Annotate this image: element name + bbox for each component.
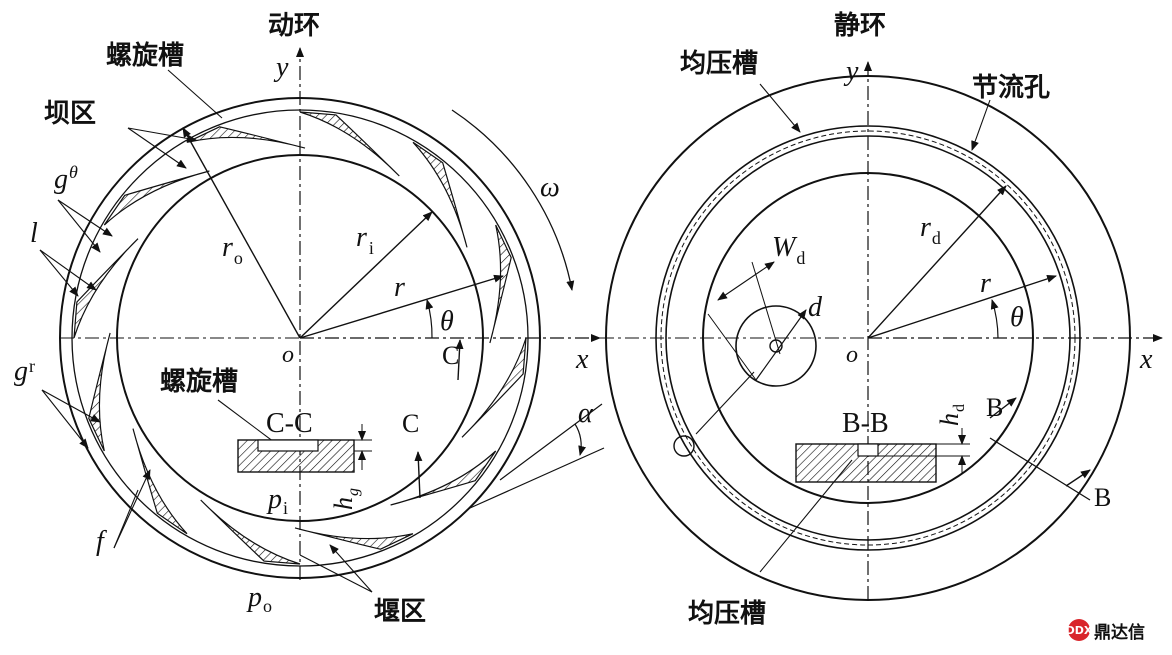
alpha-line-2 <box>469 447 605 509</box>
radius-ro-line <box>182 127 301 339</box>
spiral-groove <box>461 337 527 438</box>
theta-arc <box>990 299 999 339</box>
right-equalizing-groove-bottom-label: 均压槽 <box>688 599 766 629</box>
left-l-label: l <box>30 218 38 249</box>
left-axis-x-label: x <box>575 344 589 375</box>
hole-d-line <box>755 309 807 381</box>
left-spiral-groove-mid-label: 螺旋槽 <box>160 367 238 397</box>
leader-spiral-top <box>167 69 223 119</box>
brand-watermark: DDX 鼎达信 <box>1066 616 1145 644</box>
throttle-hole-left <box>673 435 695 457</box>
left-section-label: C-C <box>266 408 313 439</box>
spiral-groove <box>489 224 512 344</box>
wd-ext-1 <box>707 313 757 381</box>
section-b-cut <box>989 437 1091 501</box>
leader-eq-top <box>759 83 801 133</box>
spiral-groove <box>186 126 306 149</box>
left-dam-zone-label: 坝区 <box>44 99 96 129</box>
brand-logo-icon: DDX <box>1066 619 1092 641</box>
leader-weir <box>299 554 373 593</box>
left-weir-zone-label: 堰区 <box>374 597 426 627</box>
right-equalizing-groove-top-label: 均压槽 <box>680 49 758 79</box>
leader-f <box>113 469 151 549</box>
spiral-groove <box>390 450 497 506</box>
spiral-groove <box>103 170 210 226</box>
left-section-mark-lower: C <box>402 409 419 438</box>
left-hg-label: hg <box>329 488 362 510</box>
right-section-mark-upper: B <box>986 393 1003 422</box>
left-title: 动环 <box>268 11 320 41</box>
right-throttle-hole-label: 节流孔 <box>972 73 1050 103</box>
section-c-cut-lower <box>414 451 423 499</box>
spiral-groove <box>132 428 188 535</box>
leader-gtheta-2 <box>57 199 101 253</box>
alpha-arc <box>574 423 587 456</box>
leader-l-1 <box>39 249 79 297</box>
stationary-ring <box>600 61 1163 601</box>
left-ro-label: ro <box>222 232 243 268</box>
leader-gr-1 <box>41 389 101 423</box>
leader-dam-1 <box>127 127 197 143</box>
radius-ri-line <box>299 211 433 339</box>
left-r-label: r <box>394 272 405 303</box>
left-spiral-groove-top-label: 螺旋槽 <box>106 41 184 71</box>
right-axis-y-label: y <box>843 56 859 87</box>
leader-throttle <box>971 99 991 151</box>
leader-l-2 <box>39 249 97 291</box>
omega-arrow <box>451 109 575 291</box>
left-gr-label: gr <box>14 356 35 387</box>
left-axis-y-label: y <box>273 52 289 83</box>
left-po-label: po <box>246 582 272 616</box>
spiral-groove <box>299 111 400 177</box>
spiral-groove <box>200 499 301 565</box>
right-section-mark-lower: B <box>1094 483 1111 512</box>
right-axis-x-label: x <box>1139 344 1153 375</box>
section-c-c-detail <box>237 424 372 473</box>
left-alpha-label: α <box>578 398 594 429</box>
leader-gr-2 <box>41 389 89 449</box>
wd-ext-2 <box>751 261 781 355</box>
right-d-label: d <box>808 292 823 323</box>
left-section-mark-upper: C <box>442 341 459 370</box>
spiral-groove <box>294 527 414 550</box>
right-origin-label: o <box>846 342 858 368</box>
section-b-cut-upper <box>989 397 1017 419</box>
left-pi-label: pi <box>266 484 288 518</box>
leader-f-2 <box>113 489 139 549</box>
left-omega-label: ω <box>540 172 560 203</box>
spiral-groove <box>88 332 111 452</box>
right-theta-label: θ <box>1010 302 1024 333</box>
right-title: 静环 <box>834 10 886 41</box>
leader-dam-2 <box>127 127 187 169</box>
right-r-label: r <box>980 268 991 299</box>
section-c-cut-upper <box>455 339 464 381</box>
leader-weir-2 <box>329 544 373 593</box>
right-rd-label: rd <box>920 212 941 248</box>
hole-leader <box>695 371 755 435</box>
radius-r-line <box>299 274 504 339</box>
rotating-ring <box>39 47 605 593</box>
leader-gtheta <box>57 199 113 237</box>
spiral-groove <box>412 141 468 248</box>
left-theta-label: θ <box>440 306 454 337</box>
spiral-groove <box>73 238 139 339</box>
left-origin-label: o <box>282 342 294 368</box>
section-b-cut-lower <box>1065 469 1091 487</box>
left-gtheta-label: gθ <box>54 162 78 195</box>
alpha-line-1 <box>499 403 603 481</box>
right-section-label: B-B <box>842 408 889 439</box>
wd-dim <box>717 261 775 301</box>
radius-rd-line <box>867 185 1007 339</box>
theta-arc <box>425 299 434 339</box>
section-b-b-detail <box>795 428 970 483</box>
right-wd-label: Wd <box>772 232 805 268</box>
left-f-label: f <box>96 526 107 557</box>
right-hd-label: hd <box>935 404 968 426</box>
hole-circle <box>735 305 817 387</box>
brand-name: 鼎达信 <box>1094 622 1145 643</box>
radius-r-line <box>867 275 1057 339</box>
